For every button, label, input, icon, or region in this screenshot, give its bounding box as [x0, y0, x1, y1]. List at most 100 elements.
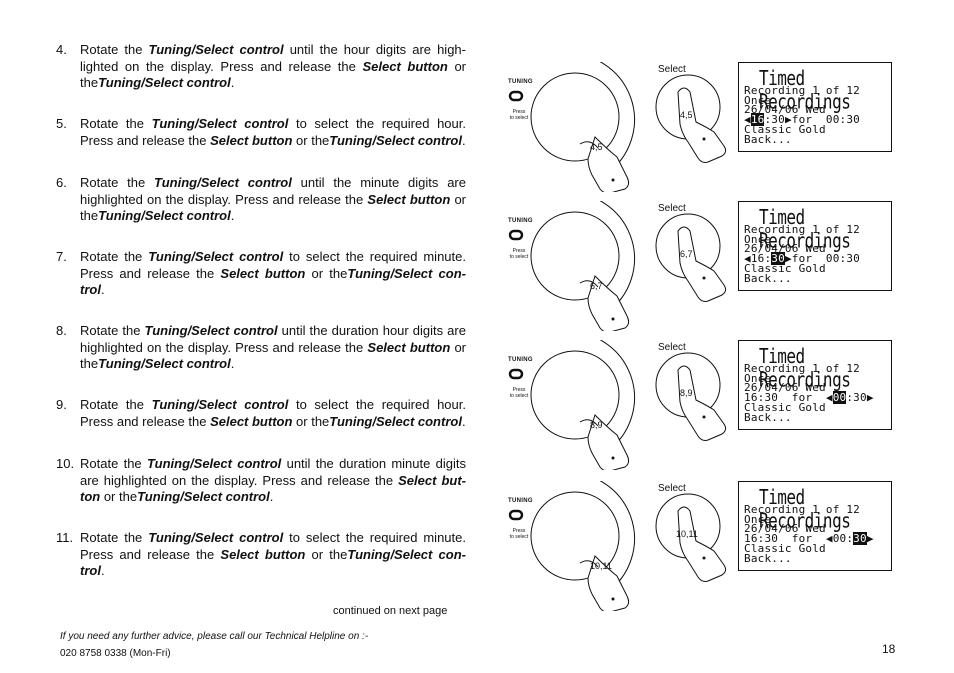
control-name: Tuning/Select control	[329, 413, 462, 429]
step-number: 11.	[56, 530, 74, 545]
step-phrase: until the duration minute digits are hig…	[80, 456, 466, 488]
control-name: Tuning/Select control	[151, 397, 289, 412]
control-name: Tuning/Select control	[98, 75, 231, 90]
control-name: Tuning/Select control	[148, 530, 284, 545]
lcd-line-6: Back...	[744, 271, 792, 285]
footer: If you need any further advice, please c…	[60, 628, 368, 662]
step-number: 9.	[56, 397, 67, 412]
step-phrase: or the	[80, 58, 466, 91]
step-7: 7.Rotate the Tuning/Select control to se…	[56, 249, 466, 299]
tuning-label: TUNING	[508, 357, 533, 363]
select-label: Select	[658, 203, 686, 214]
control-name: Select button	[220, 546, 306, 562]
control-name: Select button	[367, 191, 451, 207]
control-name: Tuning/Select control	[329, 132, 462, 148]
control-name: Select button	[367, 339, 451, 355]
lcd-line-1: Recording 1 of 12	[744, 223, 860, 236]
select-step-label: 4,5	[680, 110, 693, 120]
step-phrase: or the	[292, 132, 330, 148]
step-phrase: to select the required hour. Press and r…	[80, 397, 466, 429]
step-8: 8.Rotate the Tuning/Select control until…	[56, 323, 466, 373]
control-name: Select but-ton	[80, 472, 466, 505]
step-phrase: Rotate the	[80, 397, 152, 412]
step-phrase: Rotate the	[80, 323, 145, 338]
step-phrase: or the	[292, 413, 330, 429]
step-9: 9. Rotate the Tuning/Select control to se…	[56, 397, 466, 430]
lcd-line-6: Back...	[744, 132, 792, 146]
step-10: 10.Rotate the Tuning/Select control unti…	[56, 456, 466, 506]
step-5: 5.Rotate the Tuning/Select control to se…	[56, 116, 466, 149]
step-phrase: .	[269, 489, 274, 504]
step-phrase: .	[461, 132, 466, 148]
highlighted-digits: 16	[750, 113, 765, 127]
step-text: Rotate the Tuning/Select control until t…	[80, 456, 466, 506]
lcd-line-2: Once	[744, 93, 772, 107]
select-step-label: 10,11	[676, 529, 698, 539]
tuning-dial-illustration	[508, 201, 727, 331]
lcd-line-2: Once	[744, 512, 772, 526]
lcd-line-6: Back...	[744, 410, 792, 424]
step-text: Rotate the Tuning/Select control to sele…	[80, 397, 466, 430]
dial-step-label: 4,5	[590, 142, 603, 152]
step-phrase: Rotate the	[80, 456, 147, 471]
step-phrase: until the duration hour digits are highl…	[80, 323, 466, 355]
select-label: Select	[658, 483, 686, 494]
lcd-line-1: Recording 1 of 12	[744, 84, 860, 97]
lcd-line-5: Classic Gold	[744, 122, 826, 136]
continued-note: continued on next page	[333, 605, 448, 617]
lcd-text: 16:30 for ◀00:	[744, 532, 854, 546]
dial-step-label: 6,7	[590, 281, 603, 291]
tuning-label: TUNING	[508, 218, 533, 224]
step-phrase: or the	[100, 489, 138, 504]
lcd-title: Timed Recordings	[759, 66, 851, 114]
page-number: 18	[882, 642, 896, 656]
helpline-phone: 020 8758 0338 (Mon-Fri)	[60, 648, 171, 659]
highlighted-digits: 30	[771, 252, 785, 266]
lcd-line-3: 26/04/06 Wed	[744, 242, 826, 256]
lcd-text: :30▶	[846, 391, 874, 405]
control-name: Select button	[220, 265, 306, 281]
step-phrase: .	[100, 282, 105, 297]
tuning-label: TUNING	[508, 79, 533, 85]
lcd-line-3: 26/04/06 Wed	[744, 522, 826, 536]
tuning-label: TUNING	[508, 498, 533, 504]
lcd-text: ▶	[866, 532, 874, 546]
lcd-line-4: ◀16:30▶for 00:30	[744, 113, 860, 127]
dial-step-label: 10,11	[590, 561, 612, 571]
control-name: Tuning/Select con-trol	[80, 265, 466, 298]
lcd-line-2: Once	[744, 371, 772, 385]
control-name: Tuning/Select control	[137, 489, 270, 504]
lcd-line-5: Classic Gold	[744, 261, 826, 275]
step-number: 8.	[56, 323, 67, 338]
lcd-line-1: Recording 1 of 12	[744, 503, 860, 516]
control-name: Tuning/Select control	[148, 42, 284, 57]
step-number: 6.	[56, 175, 67, 190]
step-4: 4.Rotate the Tuning/Select control until…	[56, 42, 466, 92]
helpline-advice: If you need any further advice, please c…	[60, 631, 369, 642]
step-phrase: or the	[305, 546, 348, 562]
lcd-line-3: 26/04/06 Wed	[744, 103, 826, 117]
control-name: Tuning/Select control	[151, 116, 289, 131]
dial-step-label: 8,9	[590, 420, 603, 430]
lcd-text: 16:30 for ◀	[744, 391, 833, 405]
step-text: Rotate the Tuning/Select control until t…	[80, 175, 466, 225]
select-step-label: 6,7	[680, 249, 693, 259]
step-phrase: Rotate the	[80, 116, 152, 131]
step-phrase: Rotate the	[80, 42, 149, 57]
control-name: Select button	[210, 413, 293, 429]
step-phrase: to select the required minute. Press and…	[80, 530, 466, 562]
lcd-line-3: 26/04/06 Wed	[744, 381, 826, 395]
step-number: 5.	[56, 116, 67, 131]
lcd-text: ◀	[744, 113, 751, 127]
lcd-line-2: Once	[744, 232, 772, 246]
step-phrase: Rotate the	[80, 530, 149, 545]
